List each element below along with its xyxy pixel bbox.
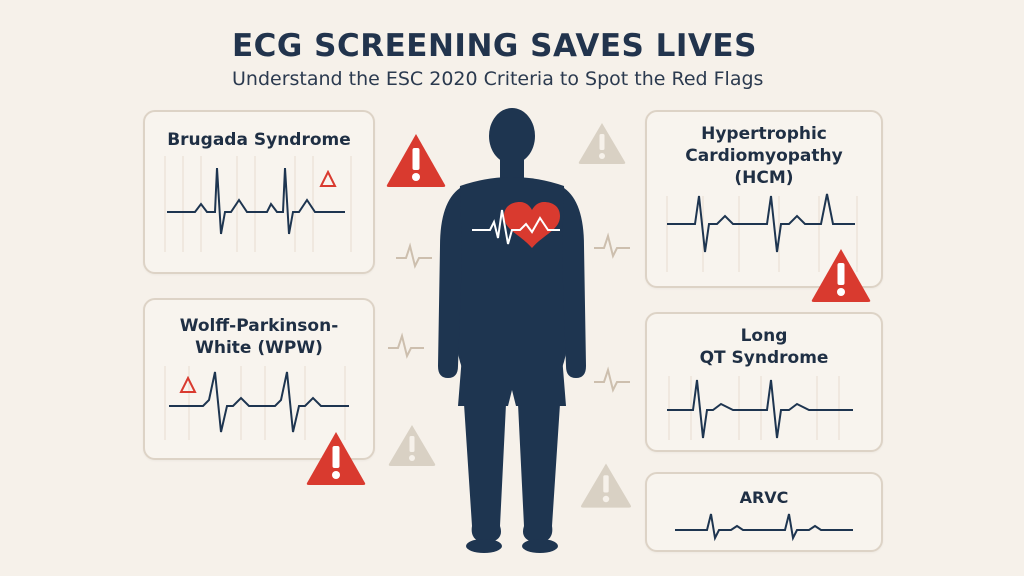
warning-gray-icon bbox=[578, 123, 626, 164]
connector-wave-icon bbox=[396, 242, 432, 269]
pulse-line-icon bbox=[472, 209, 560, 245]
card-wpw-label-line1: Wolff-Parkinson- bbox=[179, 316, 339, 336]
athlete-silhouette bbox=[438, 108, 586, 553]
card-lqts-label-line1: Long bbox=[740, 326, 788, 346]
arvc-ecg-trace bbox=[675, 513, 853, 542]
connector-wave-icon bbox=[594, 366, 630, 393]
card-hcm-label-line1: Hypertrophic bbox=[701, 124, 827, 144]
card-lqts: Long QT Syndrome bbox=[645, 312, 883, 452]
delta-icon bbox=[319, 170, 337, 187]
card-brugada-label: Brugada Syndrome bbox=[167, 130, 351, 150]
card-arvc: ARVC bbox=[645, 472, 883, 552]
connector-wave-icon bbox=[594, 232, 630, 259]
card-lqts-label-line2: QT Syndrome bbox=[699, 348, 829, 368]
brugada-ecg-trace bbox=[164, 156, 352, 252]
heart-icon bbox=[504, 202, 560, 248]
card-hcm-label-line2: Cardiomyopathy bbox=[685, 146, 843, 166]
card-arvc-label: ARVC bbox=[739, 488, 789, 507]
wpw-ecg-trace bbox=[164, 366, 349, 440]
delta-icon bbox=[179, 376, 197, 393]
page-subtitle: Understand the ESC 2020 Criteria to Spot… bbox=[232, 68, 764, 90]
lqts-ecg-trace bbox=[667, 376, 853, 440]
warning-red-icon bbox=[306, 432, 366, 485]
warning-gray-icon bbox=[580, 463, 632, 508]
card-wpw-label-line2: White (WPW) bbox=[195, 338, 323, 358]
warning-red-icon bbox=[811, 249, 871, 302]
hcm-ecg-trace bbox=[666, 193, 858, 272]
card-hcm-label-line3: (HCM) bbox=[734, 168, 794, 188]
warning-red-icon bbox=[386, 134, 446, 187]
warning-gray-icon bbox=[388, 425, 436, 466]
connector-wave-icon bbox=[388, 332, 424, 359]
card-brugada: Brugada Syndrome bbox=[143, 110, 375, 274]
page-title: ECG SCREENING SAVES LIVES bbox=[232, 28, 757, 64]
